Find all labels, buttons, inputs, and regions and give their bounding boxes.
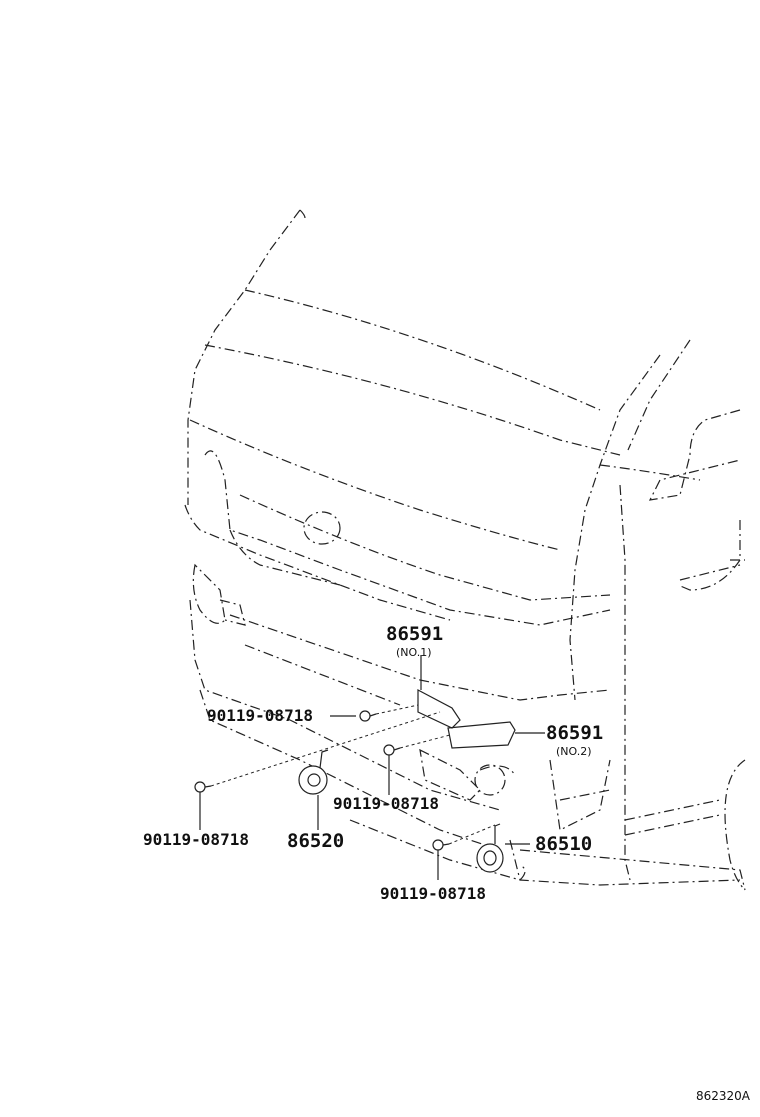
label-bolt-middle: 90119-08718 — [333, 794, 439, 813]
label-86591-no2: 86591 — [546, 722, 604, 744]
label-no2-note: (NO.2) — [556, 745, 592, 758]
headlight — [192, 563, 226, 624]
horn-86520 — [298, 749, 329, 795]
bracket-no1 — [417, 689, 461, 729]
grille-top — [204, 450, 611, 626]
door-edge — [619, 484, 631, 881]
diagram-code: 862320A — [696, 1089, 751, 1103]
hood-edge — [189, 419, 561, 551]
mirror — [648, 409, 741, 501]
label-no1-note: (NO.1) — [396, 646, 432, 659]
bolt-icon — [359, 710, 377, 722]
bolt-icon — [432, 839, 450, 851]
bracket-no2 — [447, 721, 516, 749]
a-pillar — [569, 354, 661, 701]
windshield-top — [244, 289, 601, 411]
bumper-bottom — [199, 689, 501, 851]
cab-left-edge — [187, 209, 301, 505]
wheel-arch — [724, 759, 746, 891]
emblem — [303, 511, 341, 545]
bolt-icon — [194, 781, 212, 793]
label-86520: 86520 — [287, 830, 345, 852]
bumper-top — [189, 599, 501, 811]
label-86510: 86510 — [535, 833, 593, 855]
bolt-icon — [383, 744, 401, 756]
label-bolt-bottom: 90119-08718 — [380, 884, 486, 903]
horn-86510 — [476, 823, 504, 873]
roof-line — [204, 344, 621, 456]
label-bolt-lower-left: 90119-08718 — [143, 830, 249, 849]
label-86591-no1: 86591 — [386, 623, 444, 645]
label-bolt-upper-left: 90119-08718 — [207, 706, 313, 725]
